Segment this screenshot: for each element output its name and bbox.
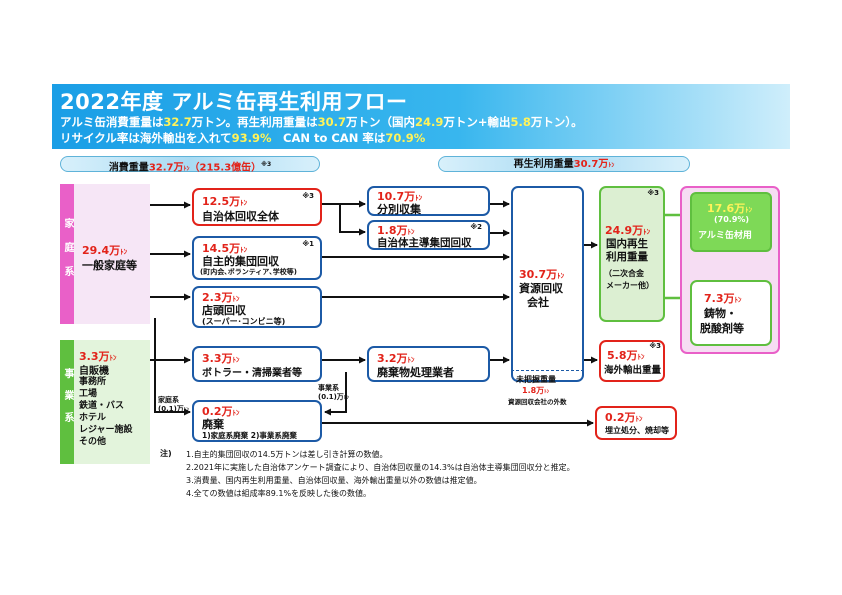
landfill-box: 0.2万ﾄﾝ 埋立処分、焼却等 [595,406,677,440]
page-title: 2022年度 アルミ缶再生利用フロー [60,90,408,114]
business-item: 事務所 [79,377,107,387]
business-item: その他 [79,437,107,447]
business-item: ホテル [79,413,107,423]
business-value: 3.3万ﾄﾝ [79,350,117,363]
household-value: 29.4万ﾄﾝ [82,244,128,257]
business-item: 工場 [79,389,98,399]
business-waste-label: 事業系(0.1)万ﾄﾝ [318,384,349,401]
business-panel [60,340,150,464]
household-waste-label: 家庭系(0.1)万ﾄﾝ [158,396,189,413]
business-item: 鉄道・バス [79,401,125,411]
summary-line-1: アルミ缶消費重量は32.7万トン。再生利用重量は30.7万トン（国内24.9万ト… [60,115,583,129]
title-banner [52,84,790,149]
notes-label: 注) [160,449,172,458]
casting-box: 7.3万ﾄﾝ 鋳物・ 脱酸剤等 [690,280,772,346]
unrecorded-note: 資源回収会社の外数 [508,398,567,406]
export-box: 5.8万ﾄﾝ ※3 海外輸出重量 [599,340,665,382]
waste-box: 0.2万ﾄﾝ 廃棄 1)家庭系廃棄 2)事業系廃棄 [192,400,322,442]
note-item: 1.自主的集団回収の14.5万トンは差し引き計算の数値。 [186,450,388,459]
notes-list: 1.自主的集団回収の14.5万トンは差し引き計算の数値。 2.2021年に実施し… [186,448,575,500]
bottler-box: 3.3万ﾄﾝ ボトラー・清掃業者等 [192,346,322,382]
voluntary-collection-box: 14.5万ﾄﾝ ※1 自主的集団回収 (町内会､ボランティア､学校等) [192,236,322,280]
store-collection-box: 2.3万ﾄﾝ 店頭回収 (スーパー･コンビニ等) [192,286,322,328]
domestic-reuse-box: ※3 24.9万ﾄﾝ 国内再生 利用重量 （二次合金 メーカー他） [599,186,665,322]
household-side-bar [60,184,74,324]
household-panel [60,184,150,324]
note-item: 4.全ての数値は組成率89.1%を反映した後の数値。 [186,489,372,498]
recycled-pill: 再生利用重量30.7万ﾄﾝ [438,156,690,172]
household-side-label: 家庭系 [62,218,73,290]
business-item: レジャー施設 [79,425,133,435]
waste-processor-box: 3.2万ﾄﾝ 廃棄物処理業者 [367,346,490,382]
household-name: 一般家庭等 [82,259,137,272]
resource-company-box: 30.7万ﾄﾝ 資源回収 会社 [511,186,584,382]
municipal-group-box: 1.8万ﾄﾝ ※2 自治体主導集団回収 [367,220,490,250]
municipal-collection-box: 12.5万ﾄﾝ ※3 自治体回収全体 [192,188,322,226]
business-side-label: 事業系 [62,368,73,434]
arrow-municipal-group [339,204,366,236]
note-item: 3.消費量、国内再生利用重量、自治体回収量、海外輸出重量以外の数値は推定値。 [186,476,482,485]
unrecorded-divider [511,370,584,371]
arrow-business-waste [324,372,347,416]
note-item: 2.2021年に実施した自治体アンケート調査により、自治体回収量の14.3%は自… [186,463,575,472]
unrecorded-value: 1.8万ﾄﾝ [522,386,550,395]
consumption-pill: 消費重量32.7万ﾄﾝ（215.3億缶）※3 [60,156,320,173]
arrow-household-waste [154,318,191,416]
can-material-box: 17.6万ﾄﾝ (70.9%) アルミ缶材用 [690,192,772,252]
business-side-bar [60,340,74,464]
sorted-collection-box: 10.7万ﾄﾝ 分別収集 [367,186,490,216]
business-name: 自販機 [79,366,109,377]
summary-line-2: リサイクル率は海外輸出を入れて93.9% CAN to CAN 率は70.9% [60,131,426,145]
business-items: 事務所 工場 鉄道・バス ホテル レジャー施設 その他 [79,376,133,448]
unrecorded-label: 未把握重量 [516,375,556,384]
